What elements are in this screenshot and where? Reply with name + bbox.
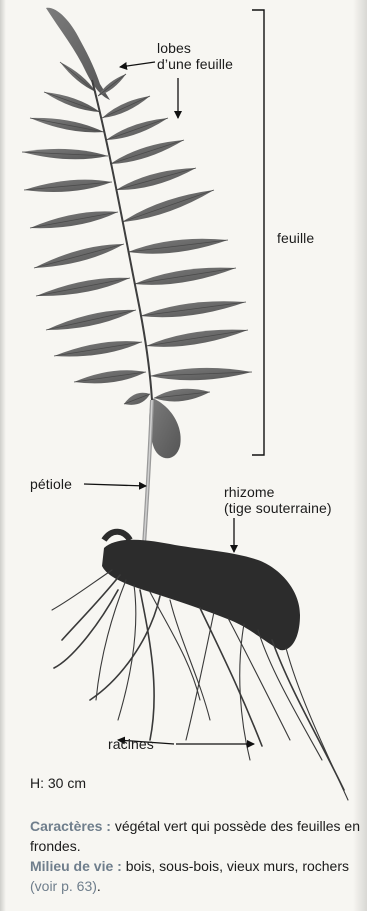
pinna-vein [106, 118, 168, 140]
fern-frond [22, 8, 252, 545]
root [54, 590, 118, 668]
caption-caracteres: Caractères : végétal vert qui possède de… [30, 816, 360, 856]
pinna-vein [110, 140, 184, 164]
label-rhizome-line1: rhizome [224, 484, 332, 500]
root [186, 612, 214, 740]
label-lobes: lobes d’une feuille [157, 40, 233, 72]
pinna-vein [46, 310, 136, 330]
pinna-vein [30, 212, 118, 228]
label-lobes-line1: lobes [157, 40, 233, 56]
caption-caracteres-key: Caractères : [30, 818, 111, 834]
root [140, 590, 154, 740]
caption-milieu-key: Milieu de vie : [30, 858, 122, 874]
label-rhizome-line2: (tige souterraine) [224, 500, 332, 516]
caption: Caractères : végétal vert qui possède de… [30, 816, 360, 896]
root [52, 570, 112, 610]
pinna-vein [116, 168, 196, 190]
label-petiole: pétiole [30, 476, 72, 492]
pinna-vein [44, 92, 100, 112]
root [286, 648, 348, 800]
pinna-vein [122, 190, 214, 222]
pinna-vein [34, 244, 124, 268]
plant-height: H: 30 cm [30, 775, 86, 791]
pinna-vein [36, 278, 130, 296]
petiole-arrow [84, 484, 146, 486]
root [118, 585, 136, 720]
label-lobes-line2: d’une feuille [157, 56, 233, 72]
caption-milieu: Milieu de vie : bois, sous-bois, vieux m… [30, 856, 360, 896]
pinna [149, 398, 180, 458]
label-feuille: feuille [277, 230, 314, 246]
caption-page-reference: (voir p. 63) [30, 878, 97, 894]
label-racines: racines [108, 736, 154, 752]
caption-milieu-end: . [97, 878, 101, 894]
label-rhizome: rhizome (tige souterraine) [224, 484, 332, 516]
caption-milieu-text: bois, sous-bois, vieux murs, rochers [122, 858, 349, 874]
lobes-arrow-1 [120, 62, 155, 67]
pinna-vein [98, 74, 126, 96]
root [240, 624, 250, 760]
root [90, 596, 160, 700]
pinna-vein [30, 118, 104, 132]
frond-tip [46, 8, 110, 100]
rhizome-shape [102, 540, 300, 650]
feuille-bracket [252, 10, 264, 455]
